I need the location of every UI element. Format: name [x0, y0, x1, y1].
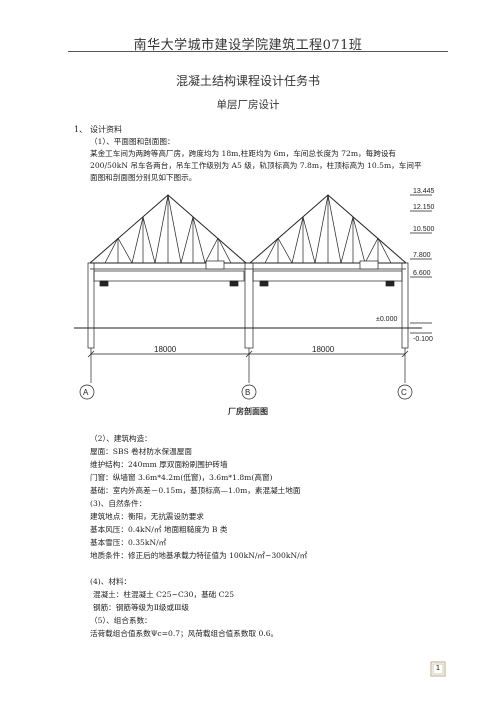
document-subtitle: 单层厂房设计 [216, 99, 280, 111]
section-1-number: 1、 [74, 125, 88, 134]
level-label: 7.800 [413, 252, 431, 259]
level-label: 10.500 [413, 226, 435, 233]
span-dimension: 18000 [154, 345, 177, 354]
section-3-line: 建筑地点：衡阳，无抗震设防要求 [90, 512, 204, 521]
section-4-line: 钢筋：钢筋等级为Ⅱ级或Ⅲ级 [93, 603, 190, 612]
section-2-line: 基础：室内外高差－0.15m，基顶标高—1.0m，素混凝土地面 [90, 486, 301, 495]
section-3-line: 基本雪压：0.35kN/㎡ [90, 538, 167, 547]
section-4-line: 混凝土：柱混凝土 C25~C30，基础 C25 [93, 590, 235, 599]
axis-label: C [401, 388, 407, 397]
section-5-line: 活荷载组合值系数Ψc=0.7；风荷载组合值系数取 0.6。 [90, 629, 279, 638]
level-label: 12.150 [413, 204, 435, 211]
section-2-line: 门窗：纵墙窗 3.6m*4.2m(低窗)，3.6m*1.8m(高窗) [90, 473, 273, 482]
drawing-caption: 厂房剖面图 [228, 406, 268, 416]
section-4-title: (4)、材料： [90, 577, 132, 586]
level-label: ±0.000 [376, 316, 397, 323]
page-header-title: 南华大学城市建设学院建筑工程071班 [133, 38, 363, 53]
axis-label: B [245, 388, 250, 397]
section-3-line: 地质条件：修正后的地基承载力特征值为 100kN/㎡~300kN/㎡ [90, 551, 308, 560]
section-2-line: 屋面：SBS 卷材防水保温屋面 [90, 447, 192, 456]
level-label: 13.445 [413, 188, 435, 195]
factory-section-drawing: 13.445 12.150 10.500 7.800 6.600 ±0.000 … [74, 188, 435, 400]
page-number-badge: 1 [430, 661, 446, 677]
paragraph-line-3: 面图和剖面图分别见如下图示。 [90, 173, 197, 182]
section-3-line: 基本风压：0.4kN/㎡ 地面粗糙度为 B 类 [90, 525, 228, 534]
paragraph-line-1: 某金工车间为两跨等高厂房，跨度均为 18m,柱距均为 6m，车间总长度为 72m… [90, 149, 397, 158]
section-1-title: 设计资料 [90, 125, 122, 134]
page-badge-icon [430, 661, 446, 677]
section-2-line: 维护结构：240mm 厚双面粉刷围护砖墙 [90, 460, 228, 469]
document-title: 混凝土结构课程设计任务书 [175, 74, 320, 88]
level-label: -0.100 [413, 336, 433, 343]
section-2-title: （2）、建筑构造： [90, 434, 152, 443]
level-label: 6.600 [413, 270, 431, 277]
subsection-1-title: （1）、平面图和剖面图： [90, 137, 175, 146]
section-5-title: （5）、组合系数： [90, 616, 152, 625]
page-number: 1 [435, 664, 441, 672]
axis-label: A [83, 388, 89, 397]
paragraph-line-2: 200/50kN 吊车各两台，吊车工作级别为 A5 级，轨顶标高为 7.8m，柱… [90, 161, 422, 170]
header-divider [68, 51, 448, 52]
section-3-title: (3)、自然条件： [90, 499, 147, 508]
span-dimension: 18000 [312, 345, 335, 354]
